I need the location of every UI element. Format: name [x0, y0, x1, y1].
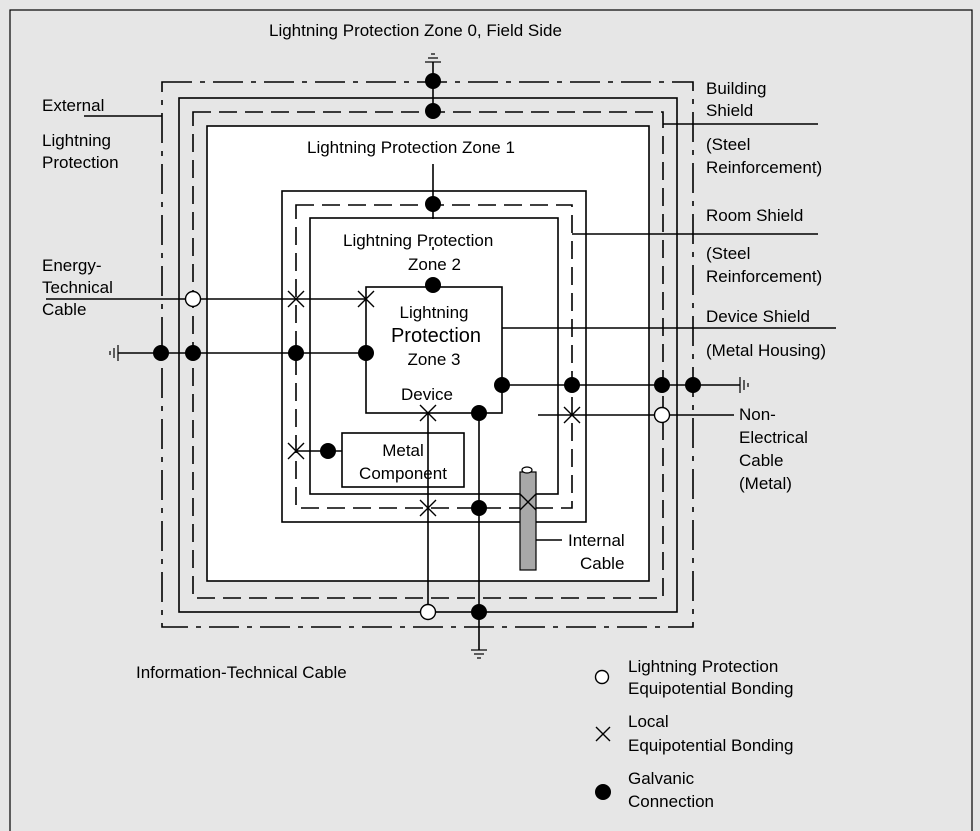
label-zone3-line2: Protection [391, 325, 481, 347]
diagram-frame [9, 9, 973, 831]
label-info-cable: Information-Technical Cable [136, 663, 347, 682]
label-zone3-line1: Lightning [399, 303, 468, 322]
label-non-electrical-line3: Cable [739, 451, 783, 470]
label-non-electrical-line4: (Metal) [739, 474, 792, 493]
label-external-line1: External [42, 96, 104, 115]
legend-local-equipotential-line1: Local [628, 712, 669, 731]
local-equipotential-points [287, 290, 581, 517]
legend-cross-symbol [595, 726, 611, 742]
label-building-shield-line2: Shield [706, 101, 753, 120]
label-external-line2: Lightning [42, 131, 111, 150]
galvanic-connections [153, 73, 701, 620]
label-internal-cable-line2: Cable [580, 554, 624, 573]
title-zone0: Lightning Protection Zone 0, Field Side [269, 21, 562, 40]
internal-cable [519, 466, 562, 571]
label-zone2-line1: Lightning Protection [343, 231, 493, 250]
device-shield-box [365, 286, 503, 414]
legend-lightning-equipotential-line2: Equipotential Bonding [628, 679, 793, 698]
label-zone1: Lightning Protection Zone 1 [307, 138, 515, 157]
ground-symbol-left [109, 345, 119, 361]
label-energy-cable-line2: Technical [42, 278, 113, 297]
ground-symbol-bottom [471, 649, 487, 659]
legend-open-circle-symbol [594, 669, 610, 685]
label-device-shield-line1: Device Shield [706, 307, 810, 326]
lightning-equipotential-points [184, 290, 671, 621]
label-metal-component-line2: Component [359, 464, 447, 483]
legend-galvanic-line1: Galvanic [628, 769, 695, 788]
label-zone3-line3: Zone 3 [408, 350, 461, 369]
legend-local-equipotential-line2: Equipotential Bonding [628, 736, 793, 755]
label-external-line3: Protection [42, 153, 119, 172]
ground-symbol-top [425, 53, 441, 63]
label-zone2-line2: Zone 2 [408, 255, 461, 274]
label-energy-cable-line1: Energy- [42, 256, 102, 275]
ground-symbol-right [739, 377, 749, 393]
label-building-shield-line1: Building [706, 79, 767, 98]
label-room-shield-line2: (Steel [706, 244, 750, 263]
metal-component-box [341, 432, 465, 488]
label-device-shield-line2: (Metal Housing) [706, 341, 826, 360]
label-device: Device [401, 385, 453, 404]
label-building-shield-line3: (Steel [706, 135, 750, 154]
legend-filled-dot-symbol [595, 784, 611, 800]
label-room-shield-line3: Reinforcement) [706, 267, 822, 286]
label-internal-cable-line1: Internal [568, 531, 625, 550]
label-non-electrical-line1: Non- [739, 405, 776, 424]
label-building-shield-line4: Reinforcement) [706, 158, 822, 177]
label-metal-component-line1: Metal [382, 441, 424, 460]
label-energy-cable-line3: Cable [42, 300, 86, 319]
zone2-area [309, 217, 559, 495]
label-room-shield-line1: Room Shield [706, 206, 803, 225]
legend-lightning-equipotential-line1: Lightning Protection [628, 657, 778, 676]
legend-galvanic-line2: Connection [628, 792, 714, 811]
label-non-electrical-line2: Electrical [739, 428, 808, 447]
legend: Lightning Protection Equipotential Bondi… [594, 657, 793, 811]
